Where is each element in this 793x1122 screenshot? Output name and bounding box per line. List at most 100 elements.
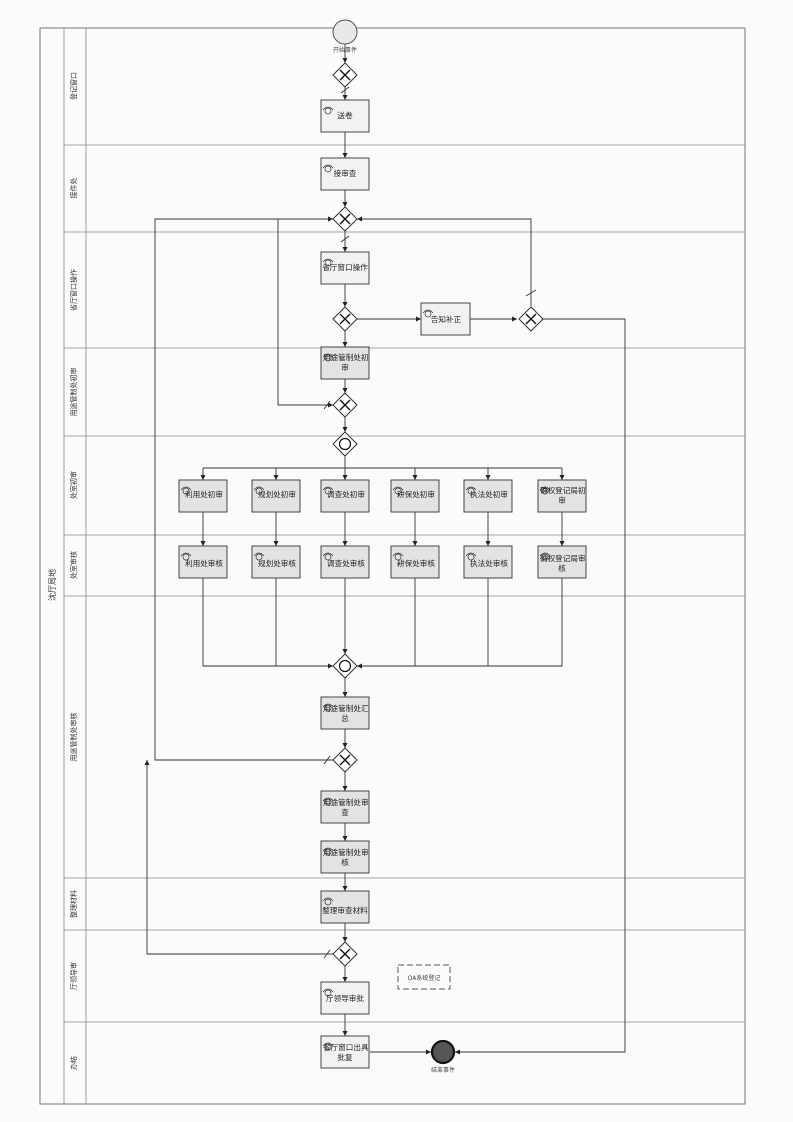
annotation-text: OA系统登记: [408, 974, 441, 982]
task-label-line: 审: [341, 362, 349, 372]
flow: [202, 512, 563, 546]
x-marker-icon: [339, 948, 351, 960]
user-task-icon: [322, 486, 334, 495]
task-label: 确权登记局审 核: [540, 553, 588, 573]
task-box: [320, 346, 370, 380]
task-label-line: 查: [341, 807, 349, 817]
task-ytgz-review[interactable]: 用途管制处审 查: [320, 790, 371, 824]
flow: [202, 578, 333, 667]
task-label: 确权登记局初 审: [540, 485, 588, 505]
user-task-icon: [539, 552, 551, 561]
task-gb-first-review[interactable]: 耕保处初审: [390, 479, 440, 513]
task-label: 规划处审核: [258, 558, 296, 568]
task-submit[interactable]: 送卷: [320, 99, 370, 133]
task-ytgz-summary[interactable]: 用途管制处汇 总: [320, 696, 371, 730]
exclusive-gateway: [332, 392, 358, 418]
exclusive-gateway: [332, 941, 358, 967]
flow: [455, 318, 626, 1053]
task-window-operation[interactable]: 省厅窗口操作: [320, 251, 370, 285]
task-ytgz-first-review[interactable]: 用途管制处初 审: [320, 346, 371, 380]
task-label: 利用处初审: [185, 489, 223, 499]
inclusive-gateway: [332, 653, 358, 679]
user-task-icon: [322, 988, 334, 997]
arrowhead: [342, 202, 348, 207]
task-zf-review[interactable]: 执法处审核: [463, 545, 513, 579]
arrowhead: [342, 977, 348, 982]
task-qs-first-review[interactable]: 确权登记局初 审: [537, 479, 588, 513]
task-gh-review[interactable]: 规划处审核: [251, 545, 301, 579]
task-label: 调查处初审: [327, 489, 365, 499]
pool: 沈厅局地: [39, 27, 746, 1105]
arrowhead: [200, 475, 206, 480]
task-supplement[interactable]: 告知补正: [420, 302, 471, 336]
task-issue-reply[interactable]: 省厅窗口出具 批复: [320, 1035, 371, 1069]
task-dc-first-review[interactable]: 调查处初审: [320, 479, 370, 513]
task-gh-first-review[interactable]: 规划处初审: [251, 479, 301, 513]
arrowhead: [342, 786, 348, 791]
task-zf-first-review[interactable]: 执法处初审: [463, 479, 513, 513]
pool-title: 沈厅局地: [47, 569, 57, 601]
task-box: [178, 479, 228, 513]
task-label: 告知补正: [431, 314, 462, 324]
arrowhead: [342, 836, 348, 841]
user-task-icon: [322, 847, 334, 856]
arrowhead: [342, 302, 348, 307]
x-marker-icon: [339, 313, 351, 325]
task-gb-review[interactable]: 耕保处审核: [390, 545, 440, 579]
task-ly-first-review[interactable]: 利用处初审: [178, 479, 228, 513]
lane-label: 接件处: [69, 178, 78, 199]
task-label-line: 核: [341, 857, 349, 867]
task-box: [320, 696, 370, 730]
task-qs-review[interactable]: 确权登记局审 核: [537, 545, 588, 579]
arrowhead: [412, 541, 418, 546]
task-box: [390, 479, 440, 513]
task-label: 省厅窗口操作: [322, 262, 368, 272]
sequence-flows: [146, 44, 626, 1053]
x-marker-icon: [339, 754, 351, 766]
task-box: [320, 840, 370, 874]
task-box: [320, 479, 370, 513]
arrowhead: [342, 649, 348, 654]
default-flow-marker: [525, 289, 537, 297]
task-organize-materials[interactable]: 整理审查材料: [320, 890, 370, 924]
start-event: 开始事件: [332, 19, 358, 54]
task-label: 用途管制处初 审: [323, 352, 371, 372]
default-flow-marker: [340, 86, 350, 94]
arrowhead: [455, 1049, 460, 1055]
gateways: [332, 62, 544, 967]
task-label: 厅领导审批: [326, 993, 364, 1003]
task-label: 接审查: [334, 168, 357, 178]
task-label-line: 确权登记局审: [540, 553, 586, 563]
tasks: 送卷 接审查 省厅窗口操作 告知补正 用途管制处初 审: [178, 99, 588, 1069]
arrowhead: [512, 316, 517, 322]
arrowhead: [328, 663, 333, 669]
lane-label: 登记窗口: [69, 72, 78, 100]
task-label-line: 确权登记局初: [540, 485, 586, 495]
task-box: [320, 890, 370, 924]
x-marker-icon: [339, 69, 351, 81]
exclusive-gateway: [332, 206, 358, 232]
arrowhead: [426, 1049, 431, 1055]
default-flow-markers: [323, 86, 537, 959]
task-box: [320, 1035, 370, 1069]
task-label-line: 用途管制处初: [323, 352, 369, 362]
task-label-line: 总: [341, 713, 349, 723]
arrowhead: [342, 541, 348, 546]
task-box: [320, 99, 370, 133]
task-ly-review[interactable]: 利用处审核: [178, 545, 228, 579]
flow: [202, 468, 563, 480]
task-accept-review[interactable]: 接审查: [320, 157, 370, 191]
task-label-line: 用途管制处汇: [323, 703, 369, 713]
task-box: [251, 479, 301, 513]
user-task-icon: [322, 353, 334, 362]
gateway-diamond: [332, 653, 358, 679]
exclusive-gateway: [332, 747, 358, 773]
task-leader-approval[interactable]: 厅领导审批: [320, 981, 370, 1015]
lane-label: 办结: [69, 1056, 78, 1070]
task-box: [320, 790, 370, 824]
arrowhead: [328, 216, 333, 222]
task-dc-review[interactable]: 调查处审核: [320, 545, 370, 579]
task-ytgz-check[interactable]: 用途管制处审 核: [320, 840, 371, 874]
arrowhead: [144, 760, 150, 765]
